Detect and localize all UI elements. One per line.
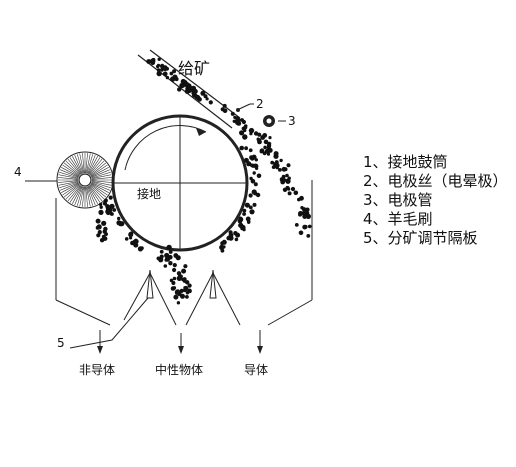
- feed-label: 给矿: [178, 59, 210, 78]
- legend-item-electrode-tube: 3、电极管: [363, 191, 433, 209]
- callout-4: 4: [14, 165, 22, 179]
- non-conductor-label: 非导体: [79, 363, 115, 377]
- grounded-drum: [111, 114, 249, 252]
- callout-leaders: [25, 103, 286, 349]
- electrode-tube: [263, 115, 275, 127]
- callout-2: 2: [256, 97, 264, 111]
- callout-3: 3: [288, 114, 296, 128]
- ground-label: 接地: [137, 186, 161, 201]
- callout-5: 5: [57, 336, 65, 350]
- output-arrows: [97, 330, 263, 354]
- legend-item-splitter: 5、分矿调节隔板: [363, 229, 478, 247]
- conductor-label: 导体: [244, 363, 268, 377]
- legend-item-corona-wire: 2、电极丝（电晕极）: [363, 172, 508, 190]
- legend-item-drum: 1、接地鼓筒: [363, 153, 448, 171]
- splitter-plates: [146, 269, 217, 299]
- corona-wire: [236, 103, 251, 112]
- legend-item-wool-brush: 4、羊毛刷: [363, 210, 433, 228]
- wool-brush: [56, 151, 114, 209]
- collection-frame: [55, 180, 313, 326]
- legend: 1、接地鼓筒 2、电极丝（电晕极） 3、电极管 4、羊毛刷 5、分矿调节隔板: [363, 153, 508, 248]
- rotation-arrow-icon: [124, 125, 207, 171]
- middlings-label: 中性物体: [155, 362, 203, 377]
- mineral-particles: [95, 57, 312, 305]
